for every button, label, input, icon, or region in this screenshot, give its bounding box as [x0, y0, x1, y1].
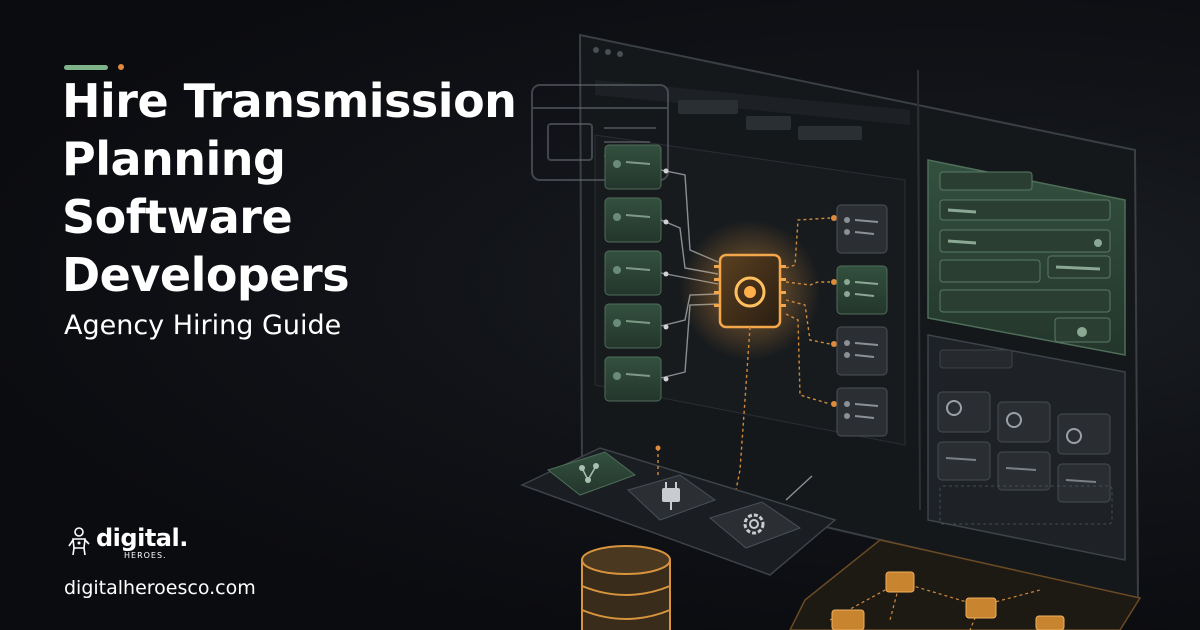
database-icon [581, 545, 671, 630]
network-node [965, 597, 997, 619]
accent-dot [118, 64, 124, 70]
hero-mascot-icon [68, 527, 90, 556]
grid-tile [937, 391, 991, 433]
node-card [836, 204, 888, 254]
toolbar-tab [746, 116, 791, 130]
title-line-2: Planning [62, 132, 286, 186]
accent-bar [64, 64, 108, 70]
form-field [939, 199, 1111, 221]
form-panel [927, 159, 1126, 356]
network-node [885, 571, 915, 593]
node-card [836, 387, 888, 437]
subtitle: Agency Hiring Guide [64, 310, 342, 341]
panel-header [939, 349, 1013, 369]
title-line-3: Software [62, 190, 293, 244]
window-dot [593, 47, 599, 53]
grid-tile [997, 401, 1051, 443]
window-dot [605, 49, 611, 55]
grid-tile [1057, 413, 1111, 455]
accent-marks [64, 64, 124, 70]
form-field [939, 229, 1111, 253]
window-dot [617, 51, 623, 57]
title-line-4: Developers [62, 248, 350, 302]
node-card [604, 356, 662, 402]
grid-tile [1057, 463, 1111, 503]
toolbar-tab [678, 100, 738, 114]
tool-tray [520, 445, 837, 576]
brand-logo: digital. HEROES. [68, 526, 188, 560]
network-panel [789, 539, 1142, 630]
grid-tile [937, 441, 991, 481]
panel-footer-field [939, 485, 1113, 525]
toolbar-tab [798, 126, 862, 140]
logo-sub-text: HEROES. [124, 551, 167, 560]
logo-wordmark: digital. HEROES. [96, 526, 188, 560]
logo-main-text: digital. [96, 524, 188, 552]
output-connections [729, 215, 837, 521]
plug-icon [627, 474, 717, 521]
title-line-1: Hire Transmission [62, 74, 517, 128]
page-title: Hire Transmission Planning Software Deve… [62, 72, 532, 304]
node-card [836, 265, 888, 315]
network-node [831, 609, 865, 630]
node-card [604, 303, 662, 349]
form-field [939, 259, 1041, 283]
website-url: digitalheroesco.com [64, 577, 256, 599]
form-field [939, 171, 1033, 191]
node-card [604, 144, 662, 190]
flow-icon [546, 451, 637, 496]
grid-tile [997, 451, 1051, 491]
gear-icon [708, 501, 802, 549]
input-nodes [604, 144, 662, 402]
network-node [1035, 615, 1065, 630]
grid-panel [927, 334, 1126, 561]
node-card [836, 326, 888, 376]
output-nodes [836, 204, 888, 437]
form-field [939, 289, 1111, 313]
node-card [604, 250, 662, 296]
node-card [604, 197, 662, 243]
software-illustration [520, 33, 1142, 630]
